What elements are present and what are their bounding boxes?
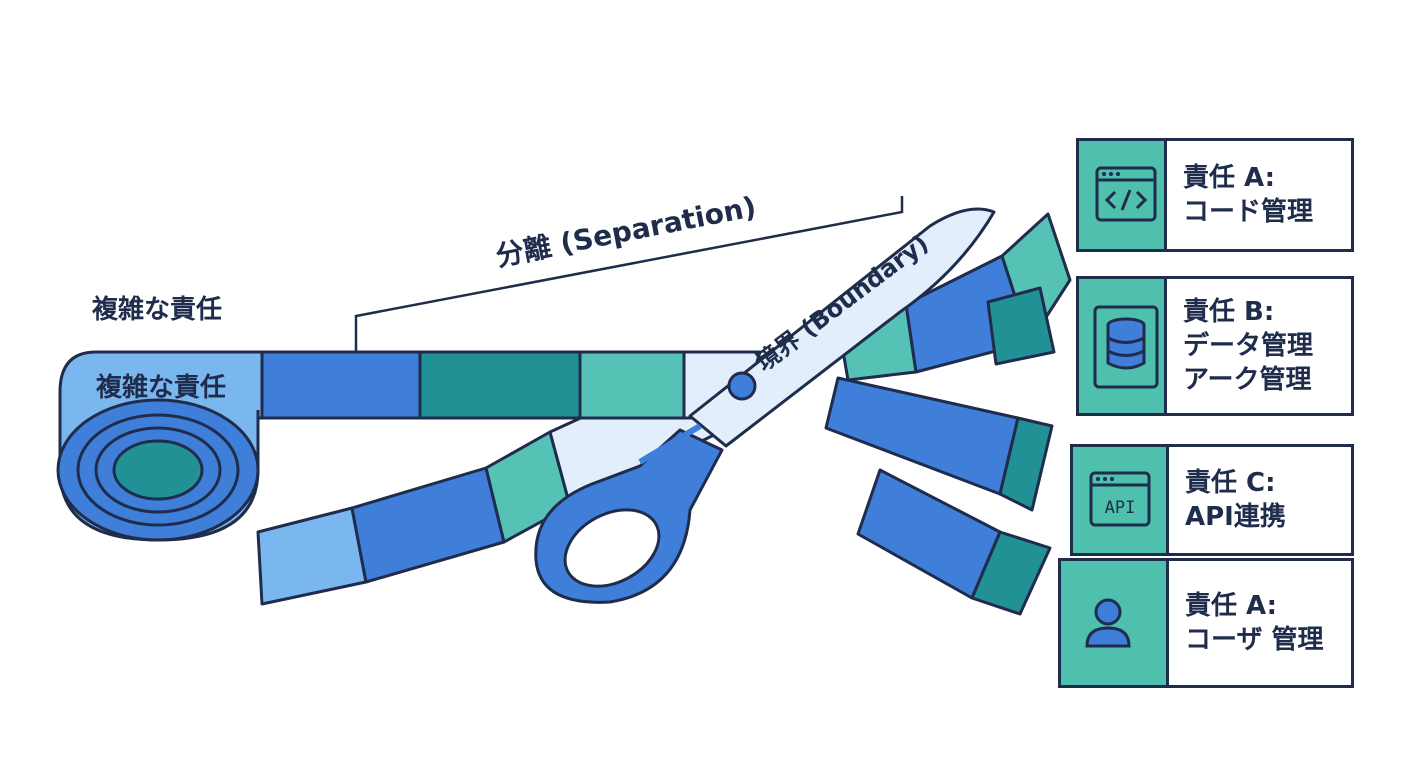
card-line: API連携	[1185, 502, 1286, 532]
user-icon	[1085, 598, 1131, 648]
middle-ribbon	[824, 376, 1054, 512]
card-swatch	[1079, 141, 1167, 249]
card-swatch	[1061, 561, 1169, 685]
complex-responsibility-label: 複雑な責任	[92, 294, 222, 325]
database-icon	[1093, 305, 1159, 389]
card-title: 責任 B:	[1183, 297, 1275, 327]
card-responsibility-a-user: 責任 A: コーザ 管理	[1058, 558, 1354, 688]
card-line: データ管理	[1183, 331, 1314, 361]
card-swatch: API	[1073, 447, 1169, 553]
card-responsibility-c-api: API 責任 C: API連携	[1070, 444, 1354, 556]
card-responsibility-a-code: 責任 A: コード管理	[1076, 138, 1354, 252]
card-title: 責任 C:	[1185, 468, 1276, 498]
card-title: 責任 A:	[1183, 163, 1276, 193]
tape-roll	[56, 398, 260, 542]
roll-label: 複雑な責任	[96, 372, 226, 403]
card-line: アーク管理	[1183, 365, 1312, 395]
card-swatch	[1079, 279, 1167, 413]
api-window-icon: API	[1089, 471, 1151, 527]
lower-right-ribbon	[856, 468, 1052, 616]
separation-bracket	[354, 196, 904, 382]
api-icon-text: API	[1105, 498, 1136, 518]
separation-label: 分離 (Separation)	[493, 190, 759, 273]
card-responsibility-b-data: 責任 B: データ管理 アーク管理	[1076, 276, 1354, 416]
code-window-icon	[1095, 166, 1157, 222]
scissors	[534, 207, 996, 604]
card-line: コーザ 管理	[1185, 625, 1324, 655]
main-ribbon	[58, 350, 762, 420]
upper-ribbon	[836, 212, 1072, 382]
card-line: コード管理	[1183, 197, 1314, 227]
card-title: 責任 A:	[1185, 591, 1278, 621]
